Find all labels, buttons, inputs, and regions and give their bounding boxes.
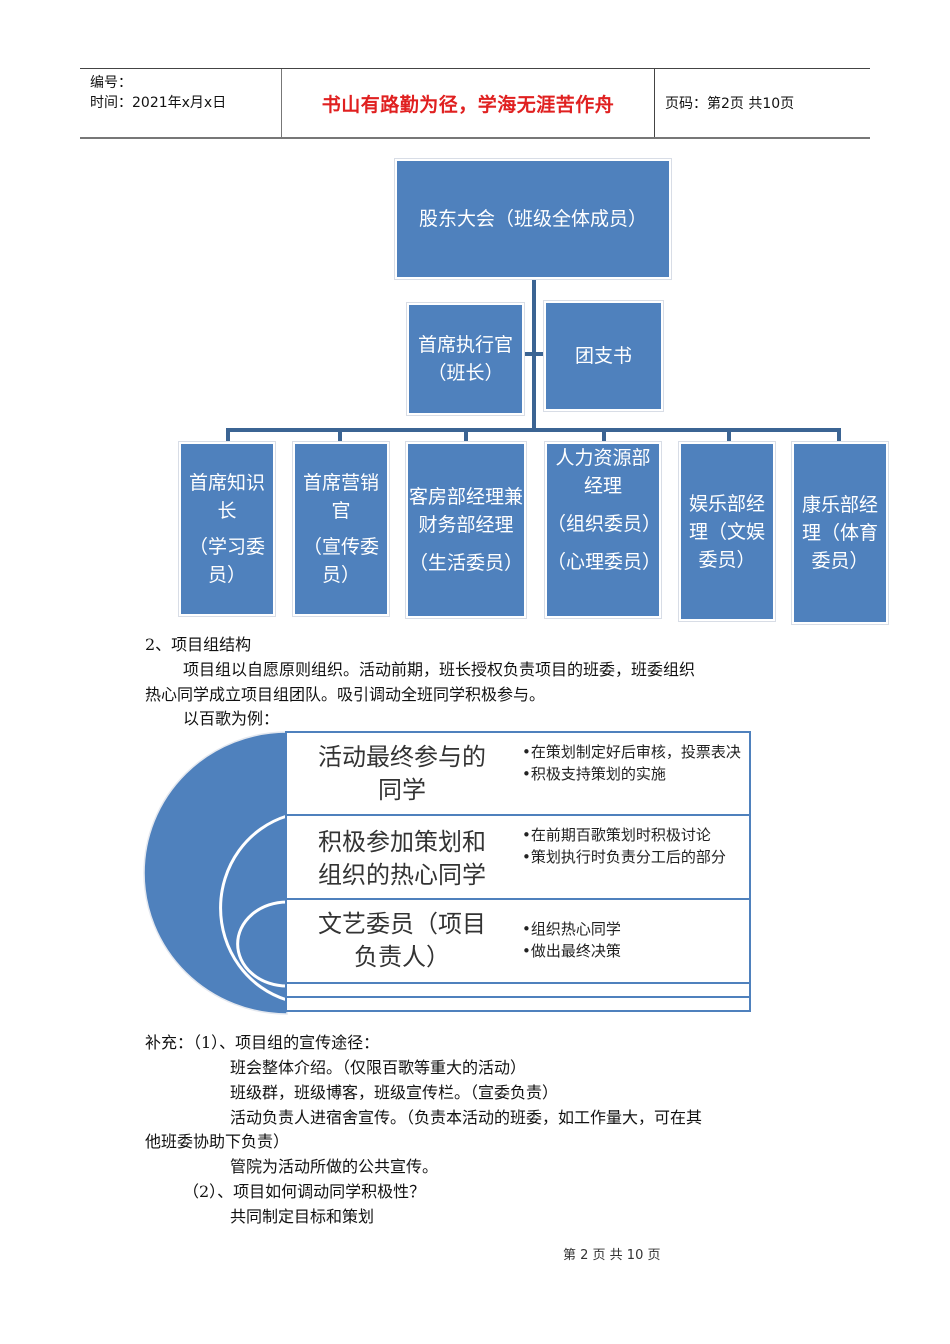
number-label: 编号：	[90, 75, 132, 91]
org-ceo-sublabel: （班长）	[427, 362, 504, 384]
org-child-line: 官	[331, 500, 351, 522]
nested-row-label: 文艺委员（项目 负责人）	[287, 908, 517, 974]
supplement-line-1: 补充：（1）、项目组的宣传途径：	[145, 1033, 380, 1052]
header-meta: 编号： 时间：2021年x月x日	[80, 69, 282, 137]
org-child-box-4: 人力资源部 经理 （组织委员） （心理委员）	[545, 442, 662, 618]
section-heading: 2、项目组结构	[145, 635, 252, 654]
org-ceo-box: 首席执行官 （班长）	[407, 303, 524, 415]
org-child-line: （宣传委	[302, 536, 379, 558]
section-paragraph-line-1: 项目组以自愿原则组织。活动前期，班长授权负责项目的班委，班委组织	[183, 660, 696, 679]
org-child-line: 经理	[583, 475, 622, 497]
nested-row-label: 活动最终参与的 同学	[287, 741, 517, 807]
connector-child-4	[602, 428, 606, 444]
org-child-line: 客房部经理兼	[408, 486, 523, 508]
org-child-line: 理（文娱	[688, 520, 765, 543]
org-child-box-2: 首席营销 官 （宣传委 员）	[293, 442, 389, 616]
connector-mid-right	[534, 352, 546, 356]
section-paragraph-line-2: 热心同学成立项目组团队。吸引调动全班同学积极参与。	[145, 685, 546, 704]
org-child-line: 员）	[321, 564, 360, 586]
connector-child-6	[837, 428, 841, 444]
bullet-item: •在策划制定好后审核，投票表决	[522, 743, 741, 761]
nested-row-label: 积极参加策划和 组织的热心同学	[287, 826, 517, 892]
org-child-line: 委员）	[811, 550, 869, 572]
supplement-line-5: 他班委协助下负责）	[145, 1132, 290, 1151]
org-child-line: （学习委	[188, 536, 265, 558]
connector-mid-left	[522, 352, 534, 356]
page-footer: 第 2 页 共 10 页	[563, 1248, 661, 1263]
org-league-secretary-label: 团支书	[574, 345, 632, 367]
org-child-line: 委员）	[698, 548, 756, 571]
page-header: 编号： 时间：2021年x月x日 书山有路勤为径，学海无涯苦作舟 页码：第2页 …	[80, 68, 870, 139]
org-ceo-label: 首席执行官	[417, 334, 513, 356]
section-example: 以百歌为例：	[183, 709, 280, 728]
connector-child-1	[226, 428, 230, 444]
org-child-line: 财务部经理	[418, 514, 514, 536]
nested-arcs-graphic	[143, 731, 288, 1015]
nested-label-line: 组织的热心同学	[318, 861, 486, 889]
nested-row-participants: 活动最终参与的 同学 •在策划制定好后审核，投票表决 •积极支持策划的实施	[285, 731, 751, 816]
nested-row-arts-committee: 文艺委员（项目 负责人） •组织热心同学 •做出最终决策	[285, 898, 751, 984]
nested-label-line: 积极参加策划和	[318, 828, 486, 856]
org-league-secretary-box: 团支书	[544, 301, 663, 411]
org-child-box-6: 康乐部经 理（体育 委员）	[792, 442, 888, 624]
nested-label-line: 活动最终参与的	[318, 743, 486, 771]
motto: 书山有路勤为径，学海无涯苦作舟	[282, 69, 655, 137]
bullet-item: •策划执行时负责分工后的部分	[522, 848, 726, 866]
bullet-item: •做出最终决策	[522, 942, 621, 960]
bullet-item: •在前期百歌策划时积极讨论	[522, 826, 711, 844]
org-child-line: （心理委员）	[547, 551, 662, 573]
connector-child-5	[727, 428, 731, 444]
nested-label-line: 负责人）	[354, 943, 450, 971]
connector-horizontal-bus	[226, 428, 840, 432]
nested-row-active-students: 积极参加策划和 组织的热心同学 •在前期百歌策划时积极讨论 •策划执行时负责分工…	[285, 814, 751, 900]
nested-row-empty-2	[285, 996, 751, 1012]
page-label: 页码：第2页 共10页	[665, 96, 795, 112]
connector-child-2	[338, 428, 342, 444]
org-child-line: 理（体育	[801, 522, 878, 544]
supplement-line-7: （2）、项目如何调动同学积极性？	[183, 1182, 426, 1201]
org-child-line: 首席知识	[188, 472, 265, 494]
supplement-line-8: 共同制定目标和策划	[230, 1207, 375, 1226]
org-child-line: 员）	[207, 564, 246, 586]
org-root-label: 股东大会（班级全体成员）	[418, 208, 647, 230]
nested-row-bullets: •在策划制定好后审核，投票表决 •积极支持策划的实施	[522, 741, 747, 785]
bullet-item: •组织热心同学	[522, 920, 621, 938]
bullet-item: •积极支持策划的实施	[522, 765, 666, 783]
org-child-line: （生活委员）	[408, 552, 523, 574]
supplement-line-3: 班级群，班级博客，班级宣传栏。（宣委负责）	[230, 1083, 559, 1102]
org-child-line: 首席营销	[302, 472, 379, 494]
org-child-box-1: 首席知识 长 （学习委 员）	[179, 442, 275, 616]
org-child-box-5: 娱乐部经 理（文娱 委员）	[679, 442, 775, 621]
org-child-box-3: 客房部经理兼 财务部经理 （生活委员）	[406, 442, 526, 618]
nested-label-line: 同学	[378, 776, 426, 804]
nested-row-bullets: •组织热心同学 •做出最终决策	[522, 918, 747, 962]
time-label: 时间：2021年x月x日	[90, 95, 227, 111]
supplement-line-2: 班会整体介绍。（仅限百歌等重大的活动）	[230, 1058, 527, 1077]
nested-label-line: 文艺委员（项目	[318, 910, 486, 938]
org-child-line: （组织委员）	[547, 513, 662, 535]
org-child-line: 人力资源部	[555, 447, 651, 469]
supplement-line-6: 管院为活动所做的公共宣传。	[230, 1157, 439, 1176]
org-child-line: 娱乐部经	[688, 492, 765, 515]
org-root-box: 股东大会（班级全体成员）	[395, 159, 671, 279]
supplement-line-4: 活动负责人进宿舍宣传。（负责本活动的班委，如工作量大，可在其	[230, 1108, 703, 1127]
nested-row-bullets: •在前期百歌策划时积极讨论 •策划执行时负责分工后的部分	[522, 824, 747, 868]
org-child-line: 长	[217, 500, 237, 522]
connector-child-3	[464, 428, 468, 444]
org-child-line: 康乐部经	[801, 494, 878, 516]
